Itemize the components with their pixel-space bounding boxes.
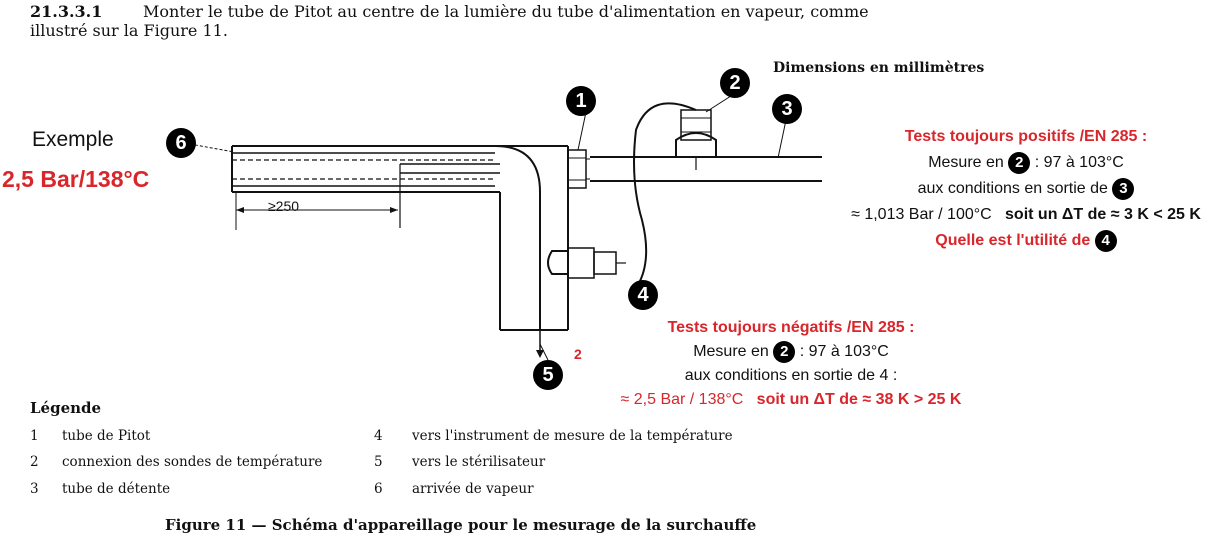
positive-title: Tests toujours positifs /EN 285 : — [904, 128, 1148, 145]
legend-num: 2 — [30, 454, 39, 470]
callout-2: 2 — [720, 68, 750, 98]
figure-caption: Figure 11 — Schéma d'appareillage pour l… — [165, 516, 757, 534]
negative-values-row: ≈ 2,5 Bar / 138°C soit un ΔT de ≈ 38 K >… — [586, 388, 996, 412]
legend-item: 5 vers le stérilisateur — [374, 454, 545, 470]
negative-measure-suffix: : 97 à 103°C — [799, 343, 889, 360]
callout-6: 6 — [166, 128, 196, 158]
legend-num: 5 — [374, 454, 383, 470]
legend-item: 4 vers l'instrument de mesure de la tempé… — [374, 428, 733, 444]
positive-delta: soit un ΔT de ≈ 3 K < 25 K — [1005, 206, 1201, 223]
legend-num: 6 — [374, 481, 383, 497]
negative-values: ≈ 2,5 Bar / 138°C — [620, 391, 744, 408]
callout-4: 4 — [628, 280, 658, 310]
negative-tests-note: Tests toujours négatifs /EN 285 : Mesure… — [586, 316, 996, 412]
positive-conditions-num: 3 — [1112, 177, 1135, 200]
small-red-mark: 2 — [574, 346, 582, 362]
callout-5: 5 — [533, 360, 563, 390]
legend-num: 1 — [30, 428, 39, 444]
legend-item: 2 connexion des sondes de température — [30, 454, 322, 470]
legend-item: 6 arrivée de vapeur — [374, 481, 534, 497]
legend-num: 4 — [374, 428, 383, 444]
positive-question: Quelle est l'utilité de 4 — [820, 228, 1232, 254]
legend-title: Légende — [30, 399, 102, 417]
legend-text: connexion des sondes de température — [62, 454, 323, 470]
positive-tests-note: Tests toujours positifs /EN 285 : Mesure… — [820, 124, 1232, 254]
legend-text: vers le stérilisateur — [412, 454, 546, 470]
legend-item: 3 tube de détente — [30, 481, 170, 497]
negative-conditions: aux conditions en sortie de 4 : — [684, 367, 898, 384]
example-label: Exemple — [32, 128, 114, 151]
callout-1: 1 — [566, 86, 596, 116]
legend-text: tube de détente — [62, 481, 171, 497]
legend-text: vers l'instrument de mesure de la tempér… — [412, 428, 733, 444]
dimensions-note: Dimensions en millimètres — [773, 60, 985, 76]
negative-delta: soit un ΔT de ≈ 38 K > 25 K — [756, 391, 962, 408]
positive-measure-num: 2 — [1008, 151, 1031, 174]
positive-question-num: 4 — [1094, 229, 1117, 252]
legend-item: 1 tube de Pitot — [30, 428, 150, 444]
positive-measure-suffix: : 97 à 103°C — [1034, 154, 1124, 171]
clause-text-line2: illustré sur la Figure 11. — [30, 21, 228, 40]
clause-number: 21.3.3.1 — [30, 2, 103, 21]
positive-values: ≈ 1,013 Bar / 100°C — [851, 206, 992, 223]
dimension-label: ≥250 — [268, 198, 300, 214]
positive-measure: Mesure en 2 : 97 à 103°C — [820, 150, 1232, 176]
positive-conditions: aux conditions en sortie de 3 — [820, 176, 1232, 202]
positive-question-text: Quelle est l'utilité de — [935, 232, 1091, 249]
negative-measure-prefix: Mesure en — [693, 343, 769, 360]
negative-measure: Mesure en 2 : 97 à 103°C — [586, 340, 996, 364]
callout-3: 3 — [772, 94, 802, 124]
example-value: 2,5 Bar/138°C — [2, 166, 150, 192]
positive-measure-prefix: Mesure en — [928, 154, 1004, 171]
legend-num: 3 — [30, 481, 39, 497]
positive-conditions-prefix: aux conditions en sortie de — [917, 180, 1108, 197]
clause-text-line1: Monter le tube de Pitot au centre de la … — [143, 2, 869, 21]
legend-text: tube de Pitot — [62, 428, 151, 444]
positive-values-row: ≈ 1,013 Bar / 100°C soit un ΔT de ≈ 3 K … — [820, 202, 1232, 228]
legend-text: arrivée de vapeur — [412, 481, 534, 497]
negative-title: Tests toujours négatifs /EN 285 : — [667, 319, 915, 336]
negative-measure-num: 2 — [773, 340, 796, 363]
